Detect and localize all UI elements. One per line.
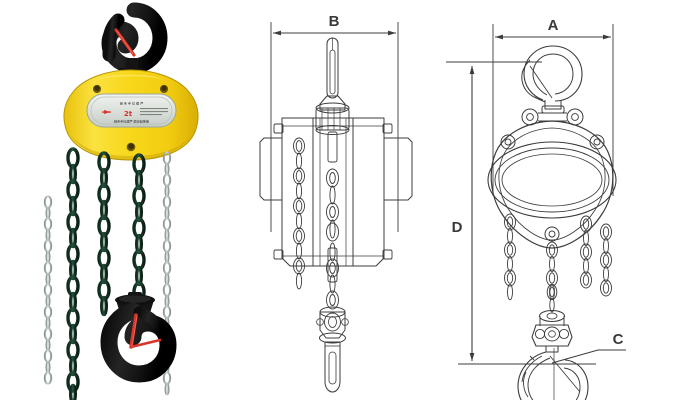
front-hand-chain xyxy=(580,215,612,297)
front-body-shell xyxy=(487,120,617,249)
hoist-body: 链 条 手 拉 葫 芦 2t 链条手拉葫芦 额定起重量 xyxy=(63,69,199,161)
side-hand-chain xyxy=(293,137,305,290)
top-hook xyxy=(101,2,168,76)
nameplate-header: 链 条 手 拉 葫 芦 xyxy=(120,101,143,106)
side-hand-wheel xyxy=(315,102,350,135)
bottom-hook-safety-latch xyxy=(129,313,138,349)
load-chain-center xyxy=(132,153,146,303)
nameplate: 链 条 手 拉 葫 芦 2t 链条手拉葫芦 额定起重量 xyxy=(86,93,177,128)
side-internal-chain xyxy=(326,131,339,239)
nameplate-footer: 链条手拉葫芦 额定起重量 xyxy=(114,119,149,124)
dimension-label-a: A xyxy=(548,17,559,34)
load-chain-left xyxy=(66,147,80,400)
dimension-c-leader xyxy=(551,349,626,364)
front-top-hook xyxy=(521,45,583,114)
dimension-a xyxy=(492,24,614,196)
dimension-label-c: C xyxy=(613,331,624,348)
front-bottom-hook xyxy=(517,284,589,400)
side-view-drawing: B xyxy=(250,0,430,400)
front-load-chain-center xyxy=(546,241,558,301)
side-bottom-hook xyxy=(316,306,349,393)
dimension-label-d: D xyxy=(452,219,463,236)
side-gear-housing xyxy=(259,117,413,267)
body-bolts xyxy=(92,84,169,152)
chain-block-photograph: 链 条 手 拉 葫 芦 2t 链条手拉葫芦 额定起重量 xyxy=(0,0,250,400)
load-chain-mid-left xyxy=(97,151,111,317)
nameplate-capacity: 2t xyxy=(124,110,133,118)
dimension-b xyxy=(270,22,399,232)
front-load-chain-left xyxy=(504,213,516,301)
bottom-hook xyxy=(100,292,177,383)
dimension-label-b: B xyxy=(329,13,340,30)
front-view-drawing: A D C xyxy=(430,0,700,400)
side-top-shaft xyxy=(319,37,346,111)
side-load-chain xyxy=(326,222,339,310)
front-suspension-lugs xyxy=(521,108,584,126)
